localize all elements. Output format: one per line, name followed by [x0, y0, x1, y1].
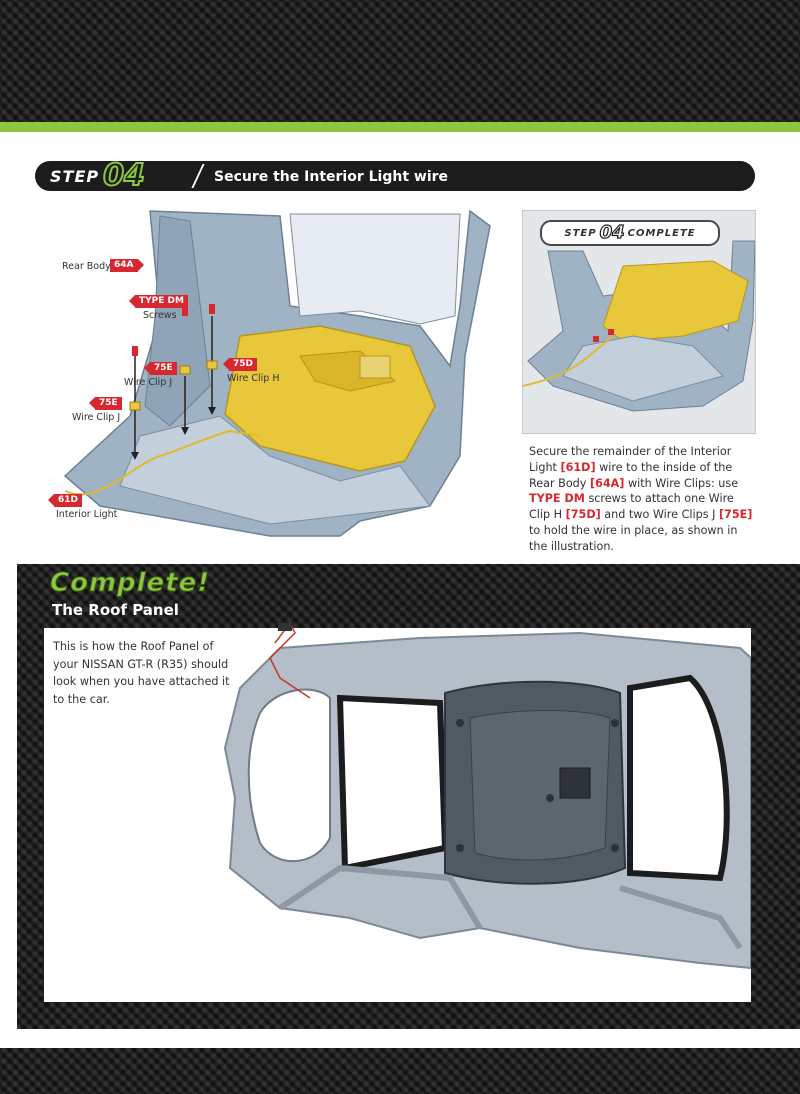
- complete-badge-number: 04: [599, 222, 625, 243]
- roof-panel-description: This is how the Roof Panel of your NISSA…: [53, 640, 230, 706]
- roof-panel-subtitle: The Roof Panel: [52, 601, 179, 619]
- step-complete-illustration: [522, 210, 756, 434]
- step-number: 04: [102, 158, 146, 193]
- clip-75e-tag-a: 75E: [144, 362, 177, 375]
- type-dm-tag: TYPE DM: [129, 295, 188, 308]
- roof-panel-illustration: [223, 621, 751, 970]
- desc-text-6: to hold the wire in place, as shown in t…: [529, 523, 738, 553]
- desc-text-5: and two Wire Clips J: [600, 508, 719, 522]
- wire-clip-j-label-b: Wire Clip J: [72, 412, 121, 423]
- step-header-bar: [35, 161, 755, 191]
- step-title: Secure the Interior Light wire: [214, 169, 449, 185]
- step-complete-badge: STEP 04 COMPLETE: [540, 220, 720, 246]
- desc-code-75e: [75E]: [718, 508, 753, 522]
- desc-code-64a: [64A]: [589, 476, 625, 490]
- wire-clip-j-label-a: Wire Clip J: [124, 377, 173, 388]
- accent-stripe: [0, 122, 800, 132]
- interior-light-code-tag: 61D: [48, 494, 82, 507]
- complete-badge-suffix: COMPLETE: [627, 227, 696, 239]
- complete-badge-step-word: STEP: [564, 227, 597, 239]
- desc-code-61d: [61D]: [560, 460, 596, 474]
- desc-type-dm: TYPE DM: [529, 492, 585, 506]
- interior-light-label: Interior Light: [56, 509, 118, 520]
- clip-75d-tag: 75D: [223, 358, 257, 371]
- wire-clip-h-label: Wire Clip H: [227, 373, 280, 384]
- desc-text-2: wire to the inside of the Rear Body: [529, 460, 733, 490]
- desc-text-3: with Wire Clips: use: [624, 476, 739, 490]
- rear-body-illustration: [63, 209, 491, 537]
- step-description: Secure the remainder of the Interior Lig…: [529, 444, 754, 555]
- screws-label: Screws: [143, 310, 177, 321]
- complete-title: Complete!: [49, 568, 211, 599]
- clip-75e-tag-b: 75E: [89, 397, 122, 410]
- step-badge: STEP 04: [50, 158, 146, 193]
- desc-text-4: screws to attach one Wire Clip H: [529, 492, 734, 522]
- bottom-carbon-band: [0, 1048, 800, 1094]
- desc-text-1: Secure the remainder of the Interior Lig…: [529, 445, 732, 474]
- desc-code-75d: [75D]: [565, 508, 601, 522]
- rear-body-label: Rear Body: [62, 261, 111, 272]
- step-word: STEP: [50, 166, 100, 186]
- top-carbon-band: [0, 0, 800, 122]
- rear-body-code-tag: 64A: [110, 259, 143, 272]
